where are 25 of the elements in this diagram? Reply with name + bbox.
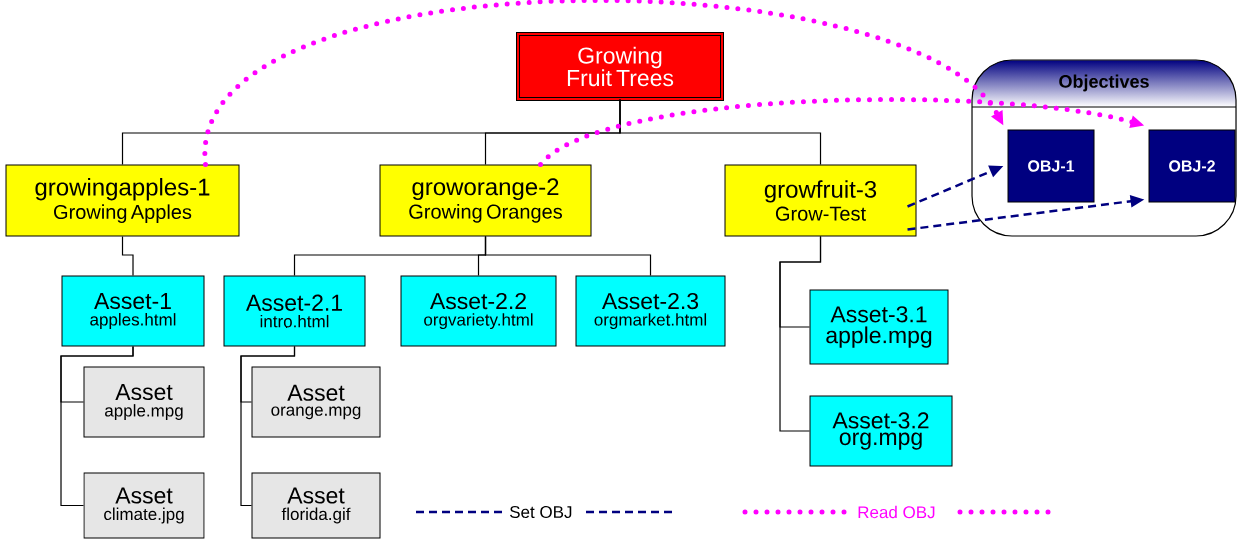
root-box: Growing Fruit Trees [516,32,724,101]
asset-box: Asset-2.2 orgvariety.html [400,275,557,347]
asset-box: Asset apple.mpg [83,366,205,438]
tree-connector [60,345,134,507]
legend-entry: Set OBJ [416,506,675,519]
tree-connector [619,98,822,166]
legend-entry: Read OBJ [742,505,1053,519]
asset-box: Asset-3.2 org.mpg [809,395,953,467]
tree-connector [121,235,134,277]
objective-box: OBJ-1 [1007,129,1095,203]
asset-box: Asset climate.jpg [83,472,205,539]
module-box: growingapples-1 Growing Apples [5,164,240,237]
asset-box: Asset orange.mpg [251,366,381,438]
read-connector [203,0,1004,167]
asset-box: Asset-2.3 orgmarket.html [575,275,726,347]
asset-box: Asset florida.gif [251,472,381,539]
tree-connector [240,345,296,507]
module-box: groworange-2 Growing Oranges [379,164,592,237]
asset-box: Asset-1 apples.html [61,275,205,347]
module-box: growfruit-3 Grow-Test [724,164,917,237]
asset-box: Asset-3.1 apple.mpg [809,289,949,365]
asset-box: Asset-2.1 intro.html [223,275,366,347]
objective-box: OBJ-2 [1148,129,1236,203]
tree-connector [779,235,822,432]
tree-connector [484,235,652,277]
